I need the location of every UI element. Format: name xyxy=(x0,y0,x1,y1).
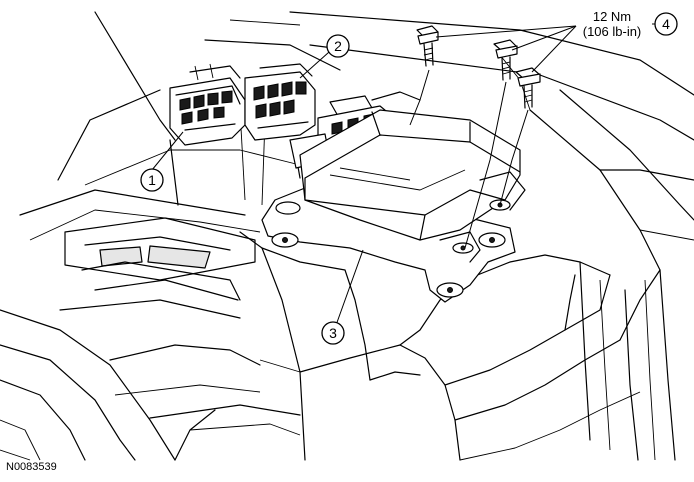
mounting-bolt xyxy=(464,39,518,249)
callout-2: 2 xyxy=(326,34,350,58)
callout-1: 1 xyxy=(140,168,164,192)
electrical-connector-1 xyxy=(169,63,246,146)
torque-spec-metric: 12 Nm xyxy=(593,9,631,24)
mount-boss xyxy=(275,201,301,215)
callout-3: 3 xyxy=(321,321,345,345)
figure-id: N0083539 xyxy=(6,461,57,473)
callout-1-label: 1 xyxy=(148,172,156,188)
restraints-control-module xyxy=(261,109,526,303)
callout-4-label: 4 xyxy=(662,16,670,32)
vehicle-structure xyxy=(0,11,694,461)
mounting-bolt xyxy=(499,67,541,206)
torque-spec-imperial: (106 lb-in) xyxy=(583,24,642,39)
electrical-connector-2 xyxy=(244,63,316,141)
callout-4: 4 xyxy=(654,12,678,36)
callout-3-label: 3 xyxy=(329,325,337,341)
callout-2-label: 2 xyxy=(334,38,342,54)
mounting-bolt xyxy=(409,25,439,126)
